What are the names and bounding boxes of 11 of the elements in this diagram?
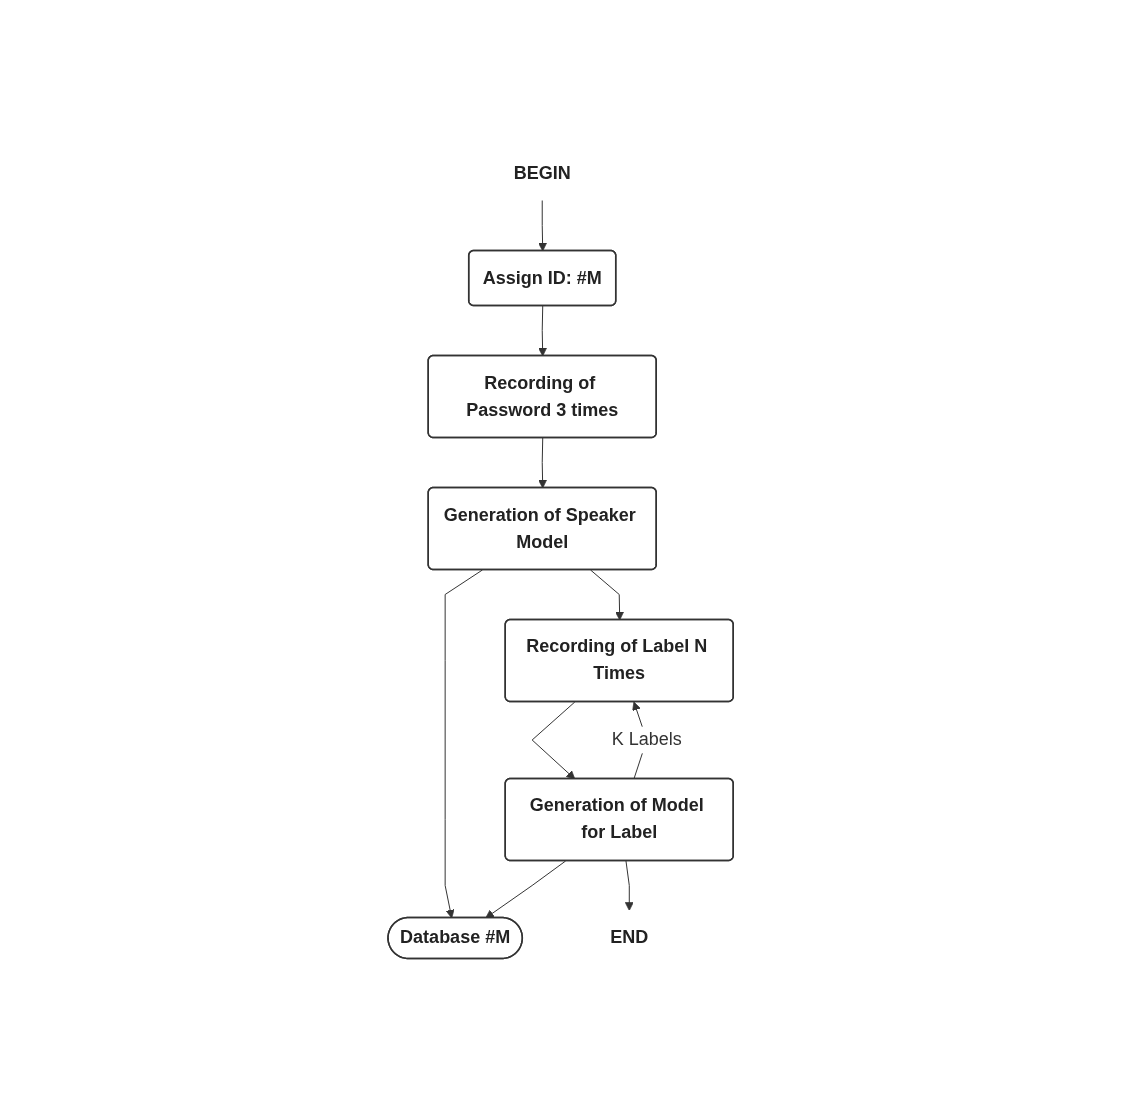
arrow bbox=[485, 860, 567, 919]
arrow bbox=[625, 860, 635, 911]
arrow bbox=[532, 701, 576, 780]
edge-label: K Labels bbox=[612, 729, 683, 750]
arrow bbox=[590, 569, 625, 621]
node-text: BEGIN bbox=[514, 162, 572, 183]
arrow bbox=[445, 569, 484, 919]
arrow bbox=[538, 200, 548, 252]
arrow bbox=[538, 437, 548, 489]
arrow bbox=[538, 305, 548, 357]
node-text: END bbox=[610, 927, 649, 948]
